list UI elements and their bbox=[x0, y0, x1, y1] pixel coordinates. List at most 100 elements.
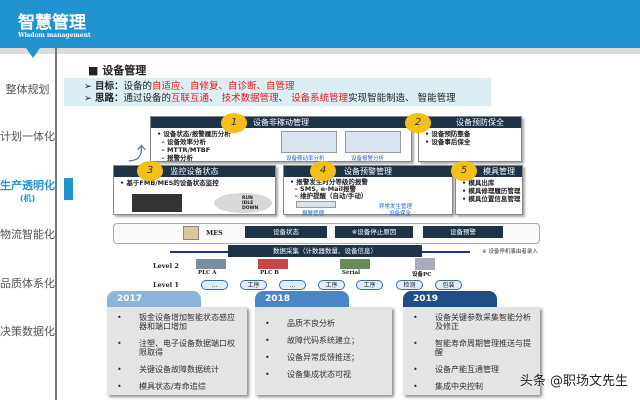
page-subtitle: Wisdom management bbox=[18, 32, 91, 39]
data-collection-bar: 数据采集（计数器数量、设备信息） bbox=[228, 245, 422, 257]
note-text: ※ 设备停机事由者录入 bbox=[482, 249, 538, 255]
list-item: • 设备预防整备 bbox=[425, 130, 471, 138]
list-item: • 基于FMB/MES的设备状态监控 bbox=[120, 179, 219, 187]
mes-label: MES bbox=[206, 229, 223, 237]
idea-sep2: 、 bbox=[278, 93, 292, 104]
year-tab-2018: 2018 bbox=[255, 291, 349, 308]
list-item: 智能寿命周期管理推送与提醒 bbox=[409, 339, 534, 357]
process-node: 工序 bbox=[240, 280, 267, 290]
page-title: 智慧管理 bbox=[18, 13, 86, 33]
caption: 异常发生管理 bbox=[379, 204, 413, 210]
box-title: 监控设备状态 bbox=[114, 166, 275, 177]
active-marker bbox=[64, 178, 73, 200]
plc-a-image bbox=[196, 259, 226, 269]
process-node: 包装 bbox=[435, 280, 462, 290]
caption: 设备稼动率分析 bbox=[286, 156, 325, 162]
box-mold: 模具管理 • 模具出库• 模具修理履历管理• 模具位置信息管理 bbox=[455, 165, 523, 215]
list-item: 设备关键参数采集智能分析及修正 bbox=[409, 313, 534, 331]
section-title-text: 设备管理 bbox=[102, 64, 147, 77]
monitor-image bbox=[132, 194, 182, 212]
box-title: 模具管理 bbox=[456, 166, 522, 177]
device-label: Serial bbox=[342, 270, 361, 276]
idea-post: 实现智能制造、 智能管理 bbox=[348, 93, 456, 104]
header-bar: 智慧管理 Wisdom management bbox=[0, 0, 640, 48]
box-list: • 设备预防整备• 设备事后保全 bbox=[419, 128, 521, 148]
device-label: PLC A bbox=[198, 270, 217, 276]
box-title: 设备非稼动管理 bbox=[151, 117, 411, 128]
process-node: 工序 bbox=[318, 280, 345, 290]
header-pointer-icon bbox=[26, 48, 40, 58]
sidebar-item-plan-integration[interactable]: 计划一体化 bbox=[0, 130, 55, 143]
section-title: ■ 设备管理 bbox=[88, 64, 147, 77]
server-icon bbox=[183, 226, 199, 240]
goal-line: ➢ 目标：设备的自适应、自修复、自诊断、自管理 bbox=[84, 81, 295, 92]
screenshot-image bbox=[345, 131, 401, 153]
number-badge: 1 bbox=[221, 113, 247, 133]
level1-label: Level 1 bbox=[153, 281, 179, 289]
list-item: – 报警分析 bbox=[157, 154, 194, 162]
goal-red: 自适应、自修复、自诊断、自管理 bbox=[152, 81, 295, 92]
list-item: 注塑、电子设备数据端口权限取得 bbox=[113, 339, 241, 357]
list-item: 设备集成状态可视 bbox=[261, 370, 386, 379]
serial-image bbox=[340, 259, 370, 269]
list-item: • 模具位置信息管理 bbox=[462, 195, 521, 203]
device-label: PLC B bbox=[260, 270, 279, 276]
year-tab-2017: 2017 bbox=[107, 291, 201, 308]
list-item: • 设备状态/报警履历分析 bbox=[157, 130, 231, 138]
box-warning: 设备预警管理 • 报警发生时分等级的报警 – SMS, e-Mail报警 – 维… bbox=[283, 165, 453, 217]
idea-red2: 技术数据管理 bbox=[221, 93, 279, 104]
sidebar-item-overall-plan[interactable]: 整体规划 bbox=[5, 83, 50, 96]
legend-run: RUN bbox=[242, 196, 253, 201]
plc-b-image bbox=[258, 259, 288, 269]
number-badge: 4 bbox=[310, 161, 336, 181]
list-item: 集成中央控制 bbox=[409, 382, 534, 391]
process-node: ... bbox=[201, 280, 228, 290]
year-card-2018: 品质不良分析故障代码系统建立；设备异常反馈推送；设备集成状态可视 bbox=[255, 307, 392, 395]
box-non-operation: 设备非稼动管理 • 设备状态/报警履历分析 – 设备效率分析 – MTTR/MT… bbox=[150, 116, 412, 162]
number-badge: 2 bbox=[405, 113, 431, 133]
header-divider bbox=[0, 48, 640, 54]
legend-down: DOWN bbox=[242, 206, 259, 211]
stop-reason-box: ※设备停止原因 bbox=[335, 226, 413, 238]
device-status-box: 设备状态 bbox=[245, 226, 327, 238]
pc-image bbox=[415, 258, 435, 270]
list-item: • 模具出库 bbox=[462, 179, 495, 187]
list-item: – 设备效率分析 bbox=[157, 138, 207, 146]
sidebar-item-quality[interactable]: 品质体系化 bbox=[0, 277, 55, 290]
sidebar-item-sub: (机) bbox=[19, 194, 36, 203]
arrow-up-icon: ⤴ bbox=[128, 144, 146, 165]
list-item: – SMS, e-Mail报警 bbox=[290, 185, 357, 193]
year-card-2019: 设备关键参数采集智能分析及修正智能寿命周期管理推送与提醒设备产能互通管理集成中央… bbox=[403, 307, 540, 395]
watermark: 头条 @职场文先生 bbox=[519, 374, 628, 389]
box-list: • 设备状态/报警履历分析 – 设备效率分析 – MTTR/MTBF – 报警分… bbox=[151, 128, 411, 164]
number-badge: 3 bbox=[137, 161, 163, 181]
idea-pre: 通过设备的 bbox=[123, 93, 172, 104]
box-title: 设备预警管理 bbox=[284, 166, 452, 177]
box-list: • 报警发生时分等级的报警 – SMS, e-Mail报警 – 维护提醒（自动/… bbox=[284, 177, 452, 202]
goal-box: ➢ 目标：设备的自适应、自修复、自诊断、自管理 ➢ 思路：通过设备的互联互通、 … bbox=[64, 78, 491, 106]
sidebar-item-production-transparency[interactable]: 生产透明化(机) bbox=[0, 177, 55, 204]
list-item: – 维护提醒（自动/手动） bbox=[290, 192, 368, 200]
process-node: 工序 bbox=[356, 280, 383, 290]
legend-idle: IDLE bbox=[242, 201, 254, 206]
caption: 设备保全 bbox=[389, 211, 412, 217]
list-item: • 设备事后保全 bbox=[425, 138, 471, 146]
year-tab-2019: 2019 bbox=[403, 291, 497, 308]
sidebar-item-logistics[interactable]: 物流智能化 bbox=[0, 228, 55, 241]
process-node: 检测 bbox=[396, 280, 423, 290]
list-item: 模具状态/寿命追综 bbox=[113, 382, 241, 391]
idea-line: ➢ 思路：通过设备的互联互通、 技术数据管理、 设备系统管理实现智能制造、 智能… bbox=[84, 93, 456, 104]
screenshot-image bbox=[296, 201, 336, 208]
idea-label: 思路： bbox=[94, 93, 124, 104]
list-item: 故障代码系统建立； bbox=[261, 336, 386, 345]
number-badge: 5 bbox=[451, 161, 477, 181]
caption: 设备报警分析 bbox=[351, 156, 385, 162]
list-item: • 模具修理履历管理 bbox=[462, 187, 521, 195]
sidebar-item-decision[interactable]: 决策数据化 bbox=[0, 325, 55, 338]
process-node: ... bbox=[279, 280, 306, 290]
year-card-2017: 钣金设备增加智能状态感应器和端口增加注塑、电子设备数据端口权限取得关键设备故障数… bbox=[107, 307, 247, 395]
list-item: 品质不良分析 bbox=[261, 319, 386, 328]
sidebar-divider bbox=[55, 48, 57, 400]
